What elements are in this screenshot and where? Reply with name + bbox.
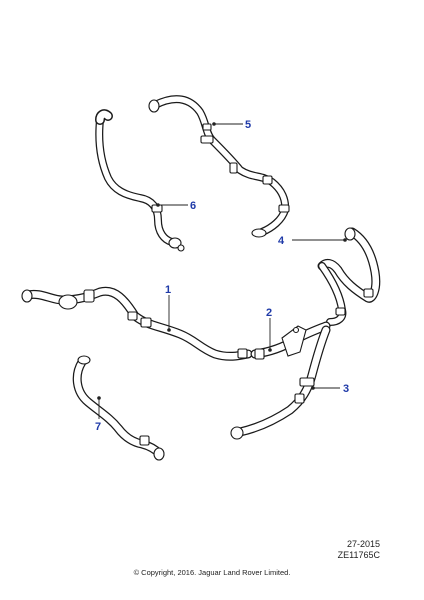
hose-3[interactable] [230, 325, 331, 440]
hose-5[interactable] [148, 95, 290, 238]
hose-2[interactable] [250, 321, 331, 360]
drawing-id: ZE11765C [337, 550, 380, 560]
callout-5: 5 [245, 119, 251, 131]
hose-4[interactable] [317, 227, 381, 326]
callout-1: 1 [165, 284, 171, 296]
callout-3: 3 [343, 383, 349, 395]
ref-code: 27-2015 [346, 539, 380, 549]
hose-6[interactable] [95, 109, 185, 252]
callout-7: 7 [95, 421, 101, 433]
hose-1[interactable] [21, 286, 253, 361]
callout-2: 2 [266, 307, 272, 319]
callout-6: 6 [190, 200, 196, 212]
copyright-notice: © Copyright, 2016. Jaguar Land Rover Lim… [133, 568, 291, 577]
leader-lines [97, 122, 347, 419]
hose-7[interactable] [72, 355, 165, 461]
callout-4: 4 [278, 235, 285, 247]
